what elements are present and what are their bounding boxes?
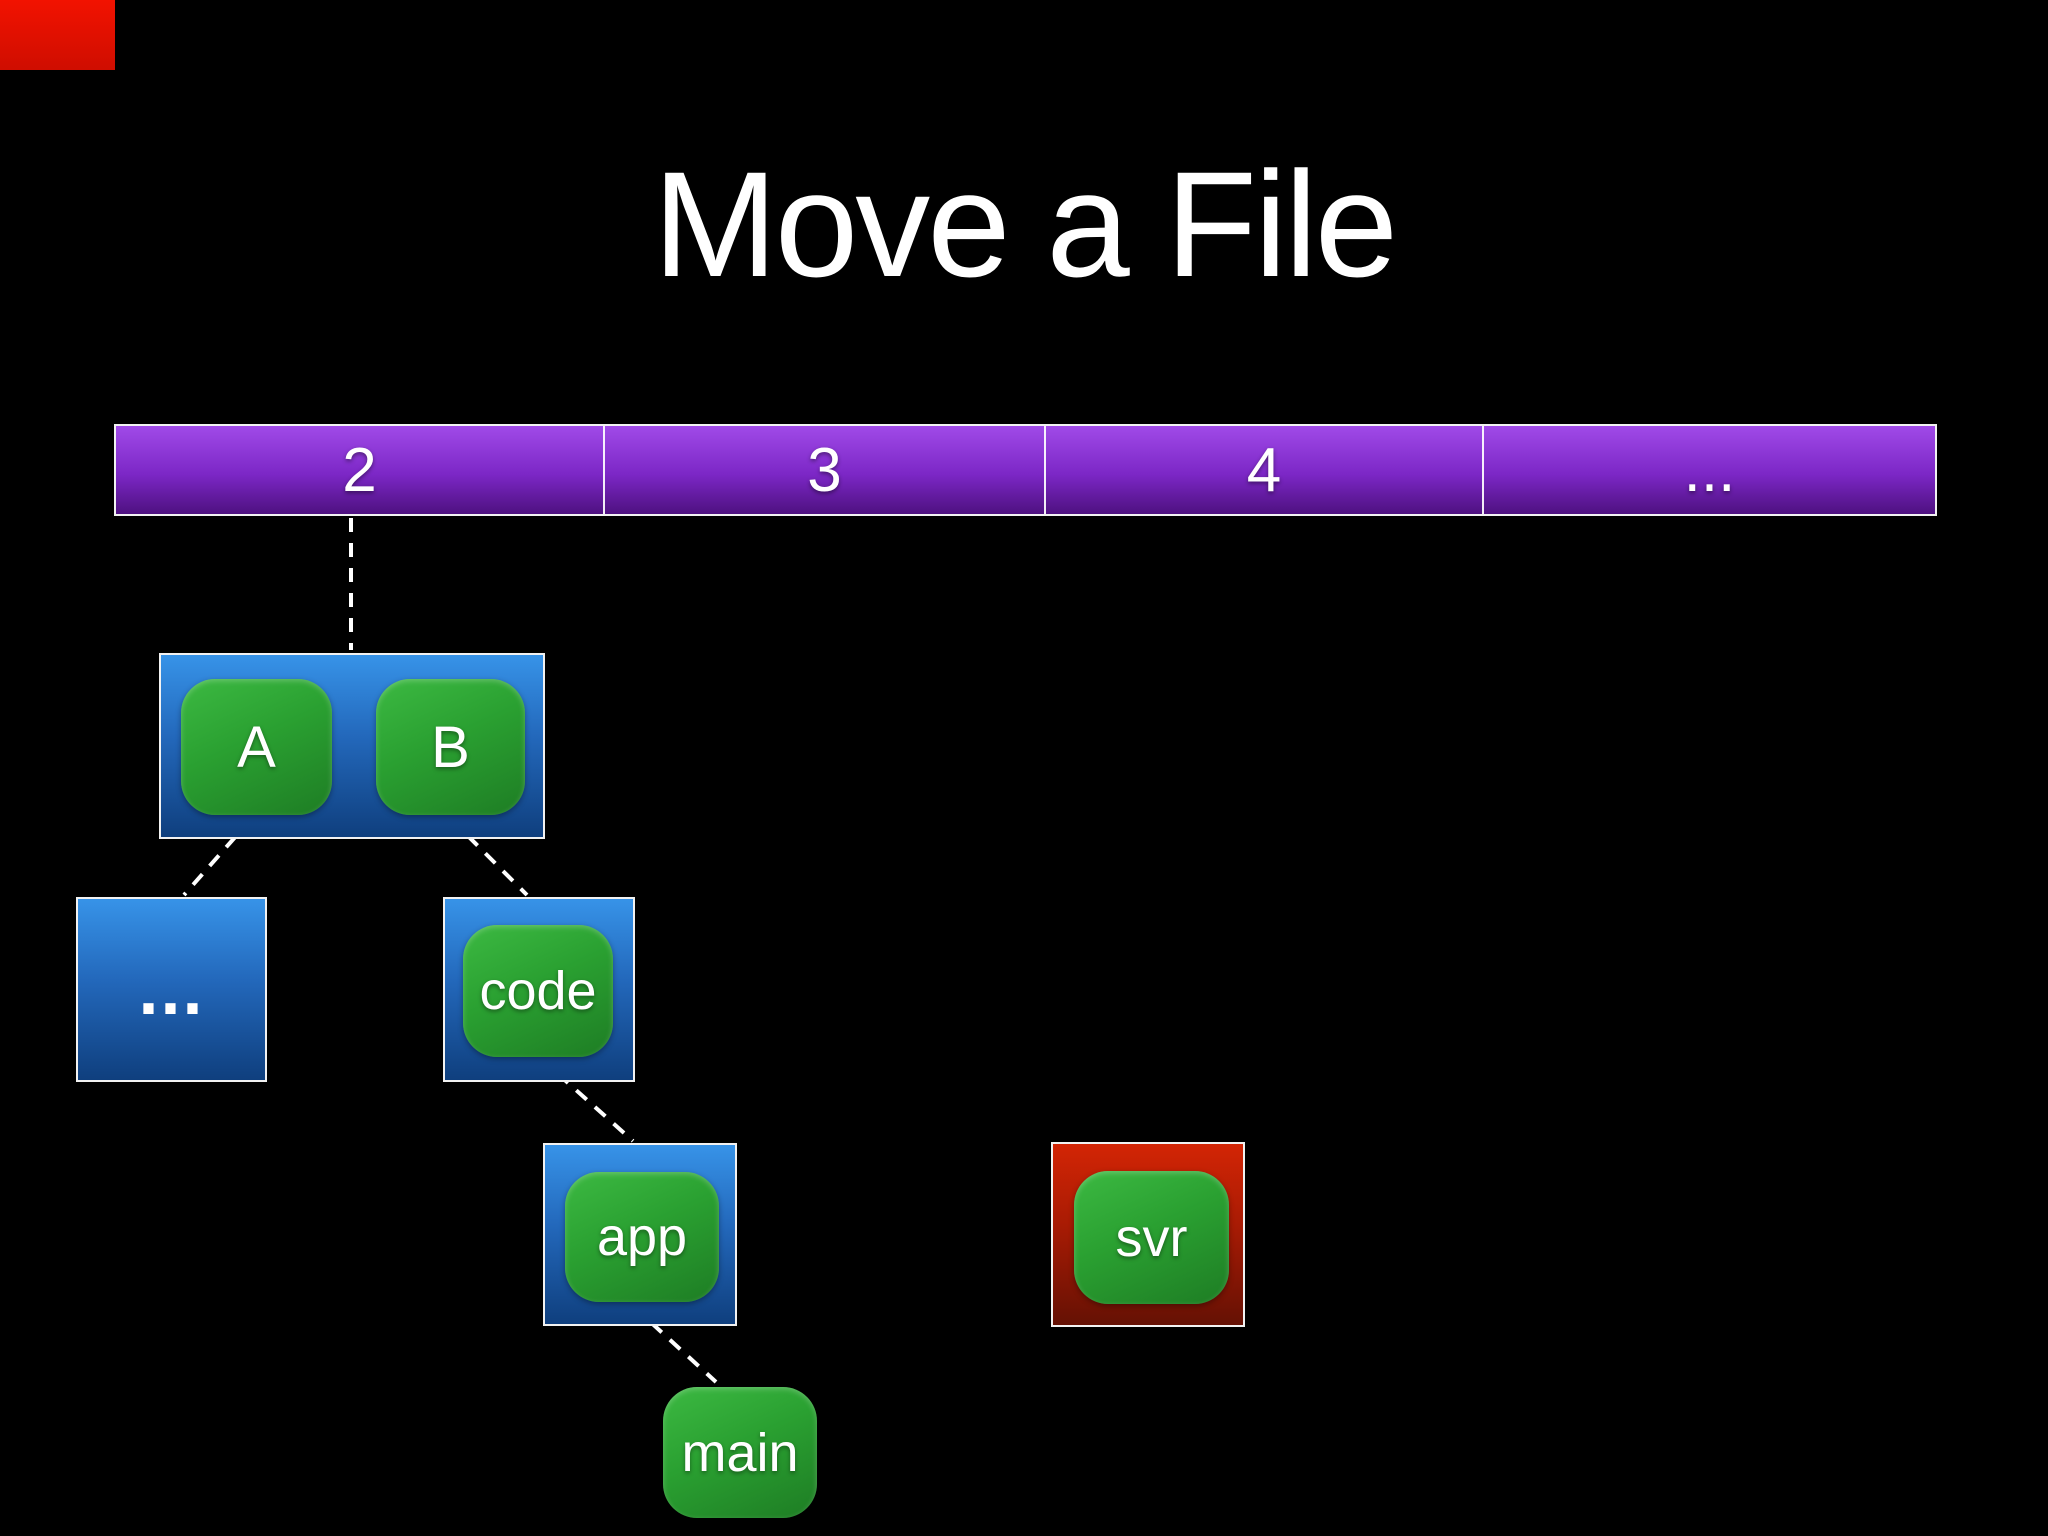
dots-block: ... bbox=[76, 897, 267, 1082]
code-block: code bbox=[443, 897, 635, 1082]
video-progress-indicator bbox=[0, 0, 115, 70]
main-entry-label: main bbox=[681, 1422, 799, 1483]
disk-segment-4: 4 bbox=[1044, 426, 1482, 514]
disk-segment-3-label: 3 bbox=[807, 435, 842, 505]
app-entry-label: app bbox=[596, 1207, 688, 1267]
slide-title: Move a File bbox=[652, 140, 1398, 308]
main-entry: main bbox=[663, 1387, 817, 1518]
directory-block: A B bbox=[159, 653, 545, 839]
code-entry: code bbox=[463, 925, 613, 1057]
directory-entry-a: A bbox=[181, 679, 332, 815]
svr-entry: svr bbox=[1074, 1171, 1229, 1304]
disk-segment-more: ... bbox=[1482, 426, 1935, 514]
dots-block-label: ... bbox=[138, 949, 205, 1030]
disk-segment-more-label: ... bbox=[1683, 435, 1736, 505]
svr-entry-label: svr bbox=[1115, 1207, 1188, 1268]
disk-segment-4-label: 4 bbox=[1246, 435, 1282, 505]
entry-a-label: A bbox=[237, 714, 276, 780]
app-entry: app bbox=[565, 1172, 719, 1302]
disk-segment-2: 2 bbox=[116, 426, 603, 514]
code-entry-label: code bbox=[479, 961, 597, 1021]
disk-segment-3: 3 bbox=[602, 426, 1044, 514]
directory-entry-b: B bbox=[376, 679, 525, 815]
disk-segment-2-label: 2 bbox=[342, 435, 377, 505]
app-block: app bbox=[543, 1143, 737, 1326]
disk-block-bar: 2 3 4 ... bbox=[114, 424, 1937, 516]
svr-block: svr bbox=[1051, 1142, 1245, 1327]
entry-b-label: B bbox=[431, 714, 470, 780]
